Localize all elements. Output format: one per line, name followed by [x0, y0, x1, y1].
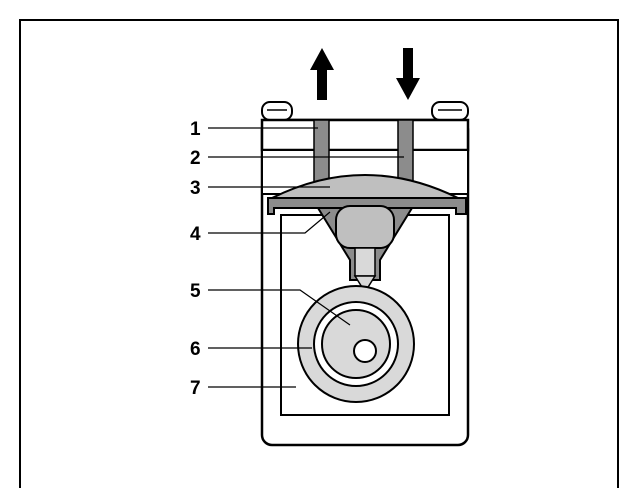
arrow-up-icon: [310, 48, 334, 100]
label-1: 1: [190, 119, 201, 140]
label-3: 3: [190, 178, 201, 199]
rod-bolt: [354, 247, 376, 277]
callout-line-4: [208, 211, 331, 234]
screw-head-right: [431, 101, 469, 121]
rod-bolt-tip: [353, 275, 377, 294]
label-5: 5: [190, 281, 201, 302]
label-2: 2: [190, 148, 201, 169]
screw-head-left: [261, 101, 293, 121]
motor-shaft: [353, 339, 377, 363]
label-7: 7: [190, 378, 201, 399]
figure-border: [19, 19, 619, 488]
callout-line-5: [208, 289, 351, 326]
pump-head: [260, 118, 470, 152]
rod-head: [335, 205, 395, 249]
label-6: 6: [190, 339, 201, 360]
label-4: 4: [190, 224, 201, 245]
arrow-down-icon: [396, 48, 420, 100]
